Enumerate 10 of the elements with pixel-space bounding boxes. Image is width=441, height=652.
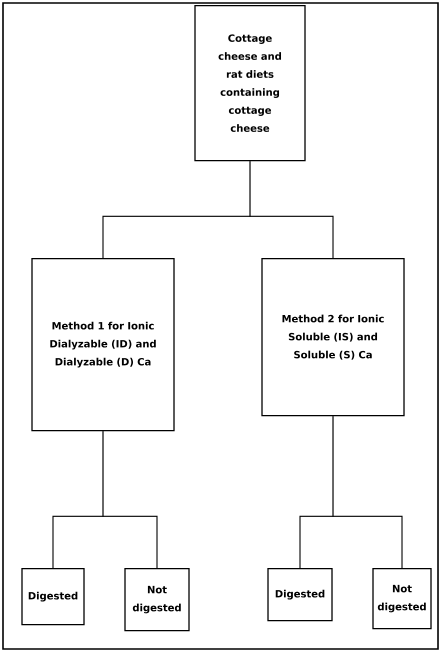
sample-box: Digested — [267, 568, 333, 622]
sample-box: Not digested — [372, 568, 432, 630]
method-box: Method 2 for Ionic Soluble (IS) and Soluble (S) Ca — [261, 258, 405, 416]
method-box: Method 1 for Ionic Dialyzable (ID) and Dialyzable (D) Ca — [31, 258, 175, 432]
connector-line — [332, 416, 403, 568]
connector-line — [249, 161, 334, 258]
sample-box: Not digested — [124, 568, 190, 632]
source-box: Cottage cheese and rat diets containing cottage cheese — [194, 5, 306, 162]
connector-line — [102, 431, 158, 568]
sample-box: Digested — [21, 568, 85, 626]
